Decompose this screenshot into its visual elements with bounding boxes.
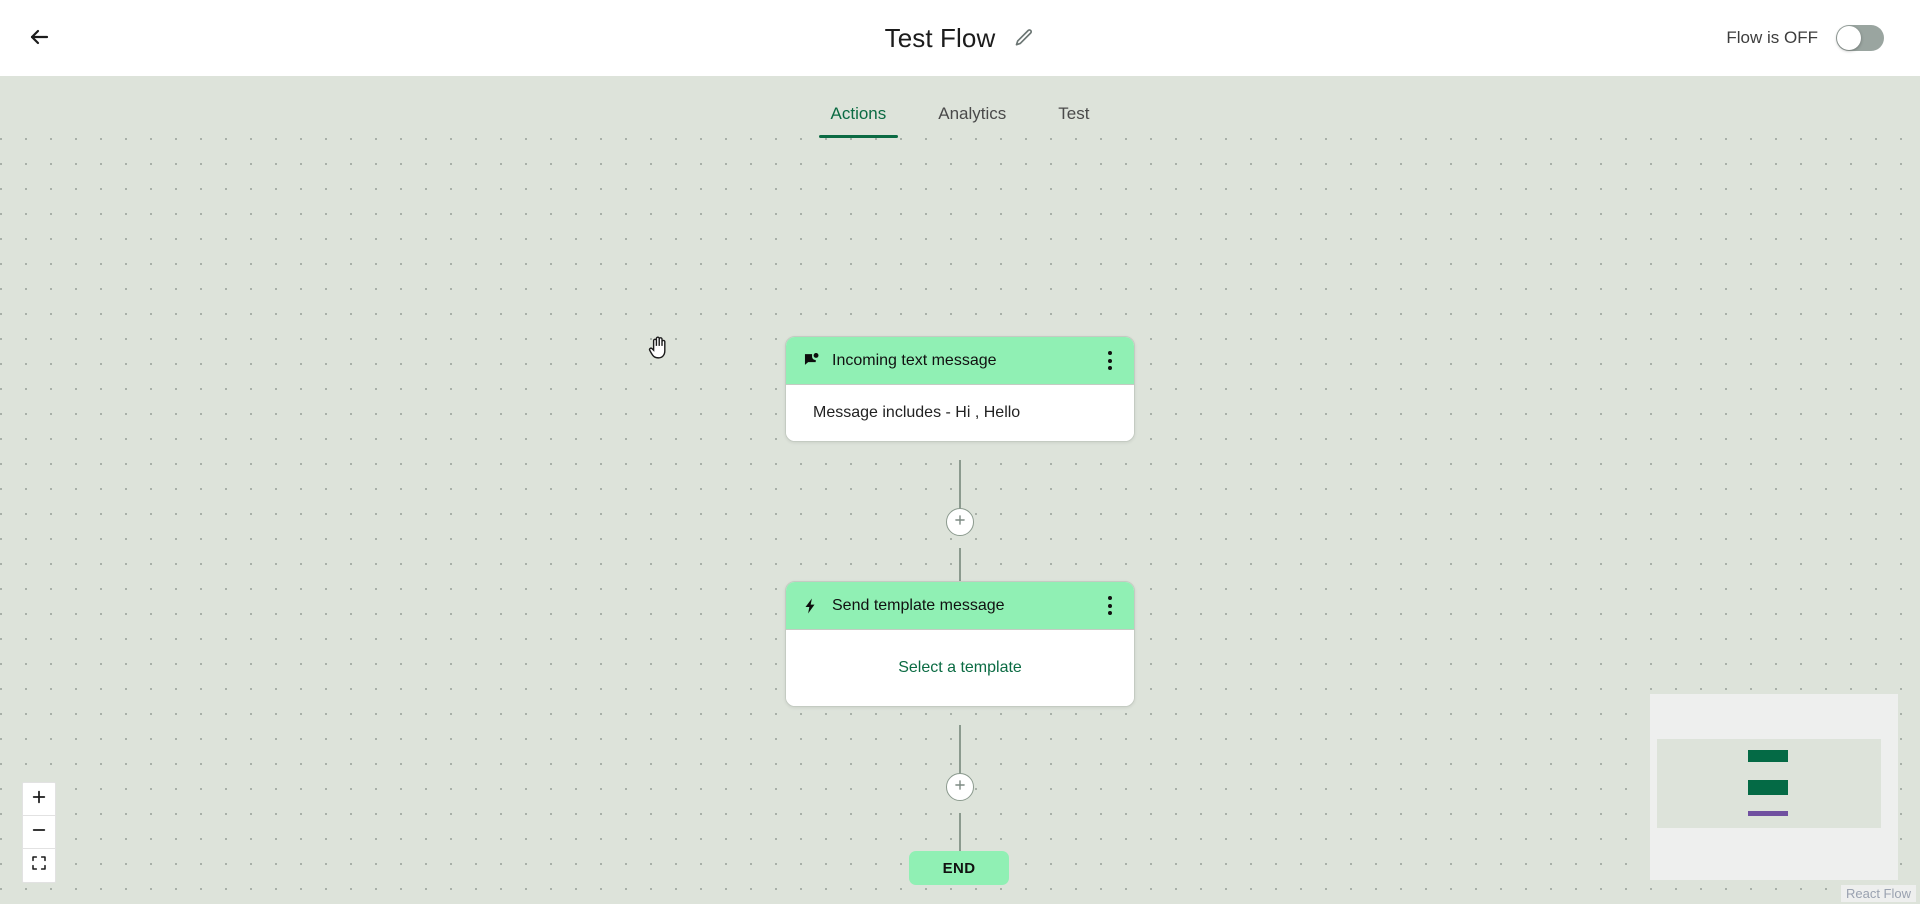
edge-trigger-to-connector <box>959 460 961 514</box>
minimap-node-action <box>1748 780 1788 795</box>
add-step-button-1[interactable] <box>946 508 974 536</box>
kebab-menu-icon[interactable] <box>1100 593 1120 619</box>
grab-hand-cursor <box>646 333 672 361</box>
plus-icon <box>953 778 967 797</box>
top-bar: Test Flow Flow is OFF <box>0 0 1920 76</box>
node-body[interactable]: Message includes - Hi , Hello <box>786 385 1134 441</box>
minimap-node-end <box>1748 811 1788 816</box>
edge-action-to-connector <box>959 725 961 779</box>
fit-view-button[interactable] <box>23 849 55 882</box>
page-title: Test Flow <box>884 23 996 53</box>
add-step-button-2[interactable] <box>946 773 974 801</box>
node-send-template-message[interactable]: Send template message Select a template <box>785 581 1135 707</box>
flow-enable-toggle[interactable] <box>1836 25 1884 51</box>
node-title: Send template message <box>832 596 1005 614</box>
minimap-node-trigger <box>1748 750 1788 762</box>
node-title: Incoming text message <box>832 351 997 369</box>
zoom-out-button[interactable] <box>23 816 55 849</box>
tab-actions[interactable]: Actions <box>805 104 913 138</box>
toggle-knob <box>1837 26 1861 50</box>
react-flow-attribution[interactable]: React Flow <box>1840 885 1916 902</box>
zoom-in-button[interactable] <box>23 783 55 816</box>
flow-status-label: Flow is OFF <box>1726 28 1818 47</box>
back-button[interactable] <box>22 22 56 56</box>
tab-test[interactable]: Test <box>1032 104 1115 138</box>
node-incoming-text-message[interactable]: Incoming text message Message includes -… <box>785 336 1135 442</box>
node-end[interactable]: END <box>909 851 1009 885</box>
tab-bar: Actions Analytics Test <box>0 76 1920 138</box>
node-header: Incoming text message <box>786 337 1134 385</box>
plus-icon <box>953 513 967 532</box>
fit-view-icon <box>31 855 47 876</box>
flow-canvas[interactable]: Incoming text message Message includes -… <box>0 138 1920 904</box>
kebab-menu-icon[interactable] <box>1100 348 1120 374</box>
minimap[interactable] <box>1650 694 1898 880</box>
edge-connector-to-end <box>959 813 961 851</box>
tab-analytics[interactable]: Analytics <box>912 104 1032 138</box>
minus-icon <box>31 822 47 843</box>
node-condition-text: Message includes - Hi , Hello <box>813 404 1021 421</box>
plus-icon <box>31 789 47 810</box>
node-header: Send template message <box>786 582 1134 630</box>
title-group: Test Flow <box>0 0 1920 76</box>
pencil-icon[interactable] <box>1013 27 1035 49</box>
select-template-link[interactable]: Select a template <box>898 659 1022 676</box>
zoom-controls <box>22 782 56 883</box>
node-body[interactable]: Select a template <box>786 630 1134 706</box>
edge-connector-to-action <box>959 548 961 581</box>
arrow-left-icon <box>27 25 51 54</box>
flow-status-group: Flow is OFF <box>1726 0 1884 76</box>
lightning-bolt-icon <box>800 596 820 616</box>
chat-flag-icon <box>800 351 820 371</box>
